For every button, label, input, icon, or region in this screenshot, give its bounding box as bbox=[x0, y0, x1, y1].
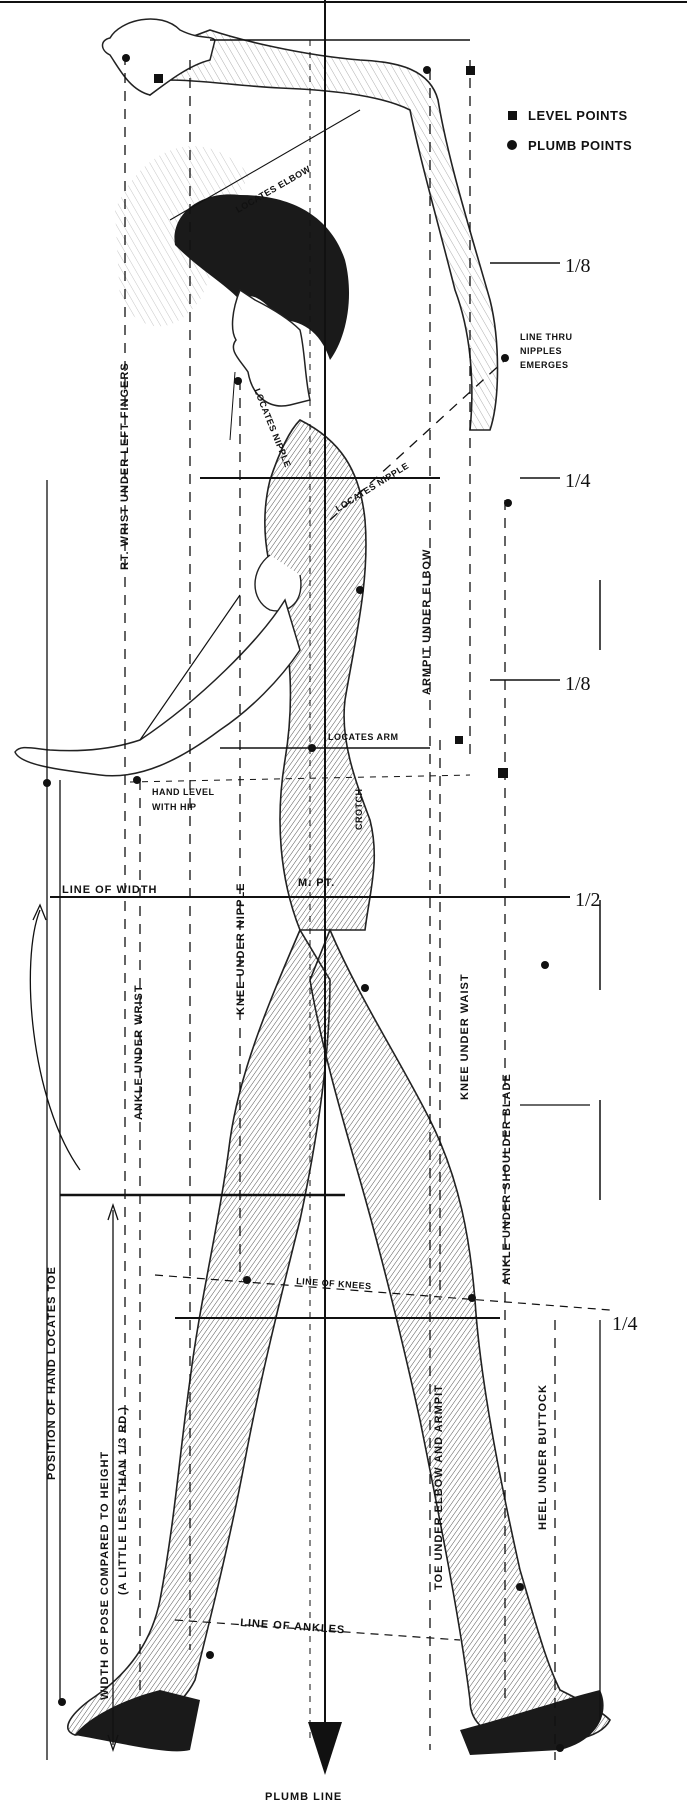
label-line-of-ankles: LINE OF ANKLES bbox=[240, 1617, 346, 1636]
label-width-of-pose: WIDTH OF POSE COMPARED TO HEIGHT bbox=[99, 1451, 111, 1700]
legend-plumb-points: PLUMB POINTS bbox=[528, 138, 632, 153]
fraction-2: 1/4 bbox=[565, 470, 591, 492]
fraction-3: 1/8 bbox=[565, 673, 591, 695]
label-ankle-under-shoulder-blade: ANKLE UNDER SHOULDER BLADE bbox=[501, 1073, 513, 1285]
label-knee-under-nipple: KNEE UNDER NIPPLE bbox=[235, 882, 247, 1015]
label-locates-arm: LOCATES ARM bbox=[328, 732, 399, 742]
level-point-marker bbox=[508, 111, 517, 120]
label-rt-wrist: RT. WRIST UNDER LEFT FINGERS bbox=[119, 362, 131, 570]
fraction-markers: 1/8 1/4 1/8 1/2 1/4 bbox=[565, 255, 638, 1335]
label-m-pt: M. PT. bbox=[298, 877, 335, 889]
label-crotch: CROTCH bbox=[354, 789, 364, 831]
label-a-little-less: (A LITTLE LESS THAN 1/3 RD.) bbox=[117, 1406, 129, 1595]
label-line-of-width: LINE OF WIDTH bbox=[62, 884, 158, 896]
legend: LEVEL POINTS PLUMB POINTS bbox=[507, 108, 632, 153]
label-heel-under-buttock: HEEL UNDER BUTTOCK bbox=[537, 1384, 549, 1530]
fraction-5: 1/4 bbox=[612, 1313, 638, 1335]
label-toe-under: TOE UNDER ELBOW AND ARMPIT bbox=[433, 1384, 445, 1590]
label-armpit-under-elbow: ARMPIT UNDER ELBOW bbox=[421, 549, 433, 695]
legend-level-points: LEVEL POINTS bbox=[528, 108, 628, 123]
label-knee-under-waist: KNEE UNDER WAIST bbox=[459, 973, 471, 1100]
label-hand-level-2: WITH HIP bbox=[152, 802, 197, 812]
label-line-of-knees: LINE OF KNEES bbox=[296, 1276, 372, 1291]
label-hand-level-1: HAND LEVEL bbox=[152, 787, 215, 797]
label-line-thru-1: LINE THRU bbox=[520, 332, 573, 342]
label-line-thru-3: EMERGES bbox=[520, 360, 569, 370]
fraction-1: 1/8 bbox=[565, 255, 591, 277]
label-line-thru-2: NIPPLES bbox=[520, 346, 562, 356]
label-plumb-line: PLUMB LINE bbox=[265, 1791, 342, 1803]
plumb-arrowhead bbox=[308, 1722, 342, 1775]
label-position-of-hand: POSITION OF HAND LOCATES TOE bbox=[46, 1266, 58, 1480]
plumb-point-marker bbox=[507, 140, 517, 150]
fraction-4: 1/2 bbox=[575, 889, 601, 911]
label-ankle-under-wrist: ANKLE UNDER WRIST bbox=[133, 984, 145, 1120]
